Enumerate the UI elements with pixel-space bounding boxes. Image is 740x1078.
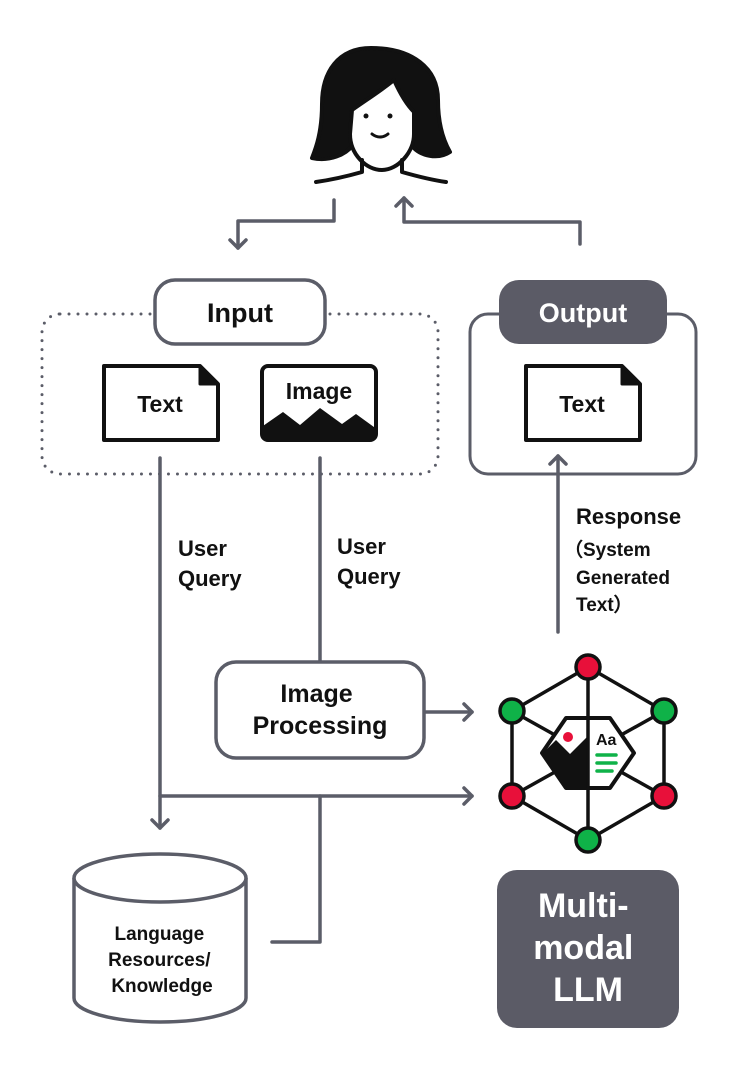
arrowhead-to-input	[228, 238, 248, 250]
connector-output-to-person	[402, 196, 582, 246]
arrowhead-processing-to-llm	[462, 702, 474, 722]
text-output-label: Text	[559, 391, 605, 417]
image-processing-label: Image Processing	[253, 680, 388, 740]
image-input-label: Image	[286, 378, 352, 404]
input-label-box	[153, 278, 327, 346]
input-label: Input	[207, 298, 273, 328]
text-output-document-icon	[524, 364, 642, 442]
text-input-label: Text	[137, 391, 183, 417]
user-query-label-text: User Query	[178, 536, 242, 591]
arrowhead-to-output	[548, 454, 568, 466]
arrowhead-to-database	[150, 818, 170, 830]
arrowhead-to-person	[394, 196, 414, 208]
arrowhead-query-to-llm	[462, 786, 474, 806]
user-query-label-image: User Query	[337, 534, 401, 589]
output-label: Output	[539, 298, 627, 328]
output-label-box	[499, 280, 667, 344]
database-label: Language Resources/ Knowledge	[108, 924, 216, 997]
text-document-icon	[102, 364, 220, 442]
image-document-icon	[260, 364, 378, 442]
llm-icon-aa: Aa	[596, 732, 617, 749]
connector-knowledge	[270, 794, 322, 944]
image-processing-box	[214, 660, 426, 760]
llm-label: Multi- modal LLM	[533, 887, 643, 1009]
connector-person-to-input	[236, 198, 336, 250]
user-avatar-icon	[310, 46, 452, 184]
llm-label-box	[497, 870, 679, 1028]
response-label: Response （System Generated Text）	[564, 504, 686, 616]
multimodal-llm-network-icon: Aa	[498, 653, 678, 854]
knowledge-database-icon	[72, 852, 248, 1024]
